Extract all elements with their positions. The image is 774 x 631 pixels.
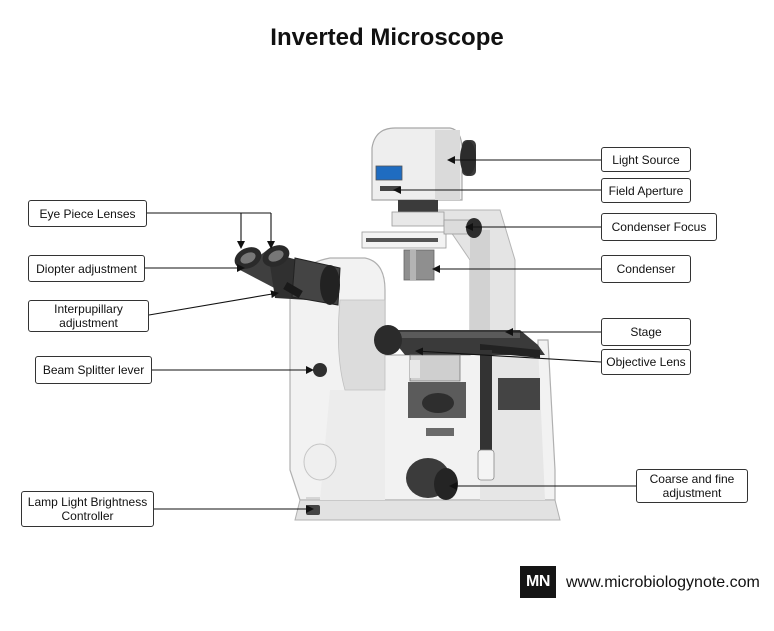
label-stage: Stage — [601, 318, 691, 346]
focus-controls — [406, 350, 540, 500]
light-source-housing — [371, 127, 476, 201]
objective-nosepiece — [408, 354, 466, 436]
label-beam-splitter-lever: Beam Splitter lever — [35, 356, 152, 384]
label-lamp-light-brightness-controller: Lamp Light Brightness Controller — [21, 491, 154, 527]
brand-logo: MN — [520, 566, 556, 598]
stage-assembly — [374, 325, 545, 358]
label-eye-piece-lenses: Eye Piece Lenses — [28, 200, 147, 227]
label-diopter-adjustment: Diopter adjustment — [28, 255, 145, 282]
label-condenser: Condenser — [601, 255, 691, 283]
eyepiece-assembly — [234, 245, 341, 306]
label-field-aperture: Field Aperture — [601, 178, 691, 203]
label-light-source: Light Source — [601, 147, 691, 172]
leader-lines — [145, 156, 636, 513]
website-url: www.microbiologynote.com — [566, 574, 760, 591]
label-condenser-focus: Condenser Focus — [601, 213, 717, 241]
page-title: Inverted Microscope — [270, 24, 504, 51]
label-objective-lens: Objective Lens — [601, 349, 691, 375]
label-coarse-fine-adjustment: Coarse and fine adjustment — [636, 469, 748, 503]
label-interpupillary-adjustment: Interpupillary adjustment — [28, 300, 149, 332]
